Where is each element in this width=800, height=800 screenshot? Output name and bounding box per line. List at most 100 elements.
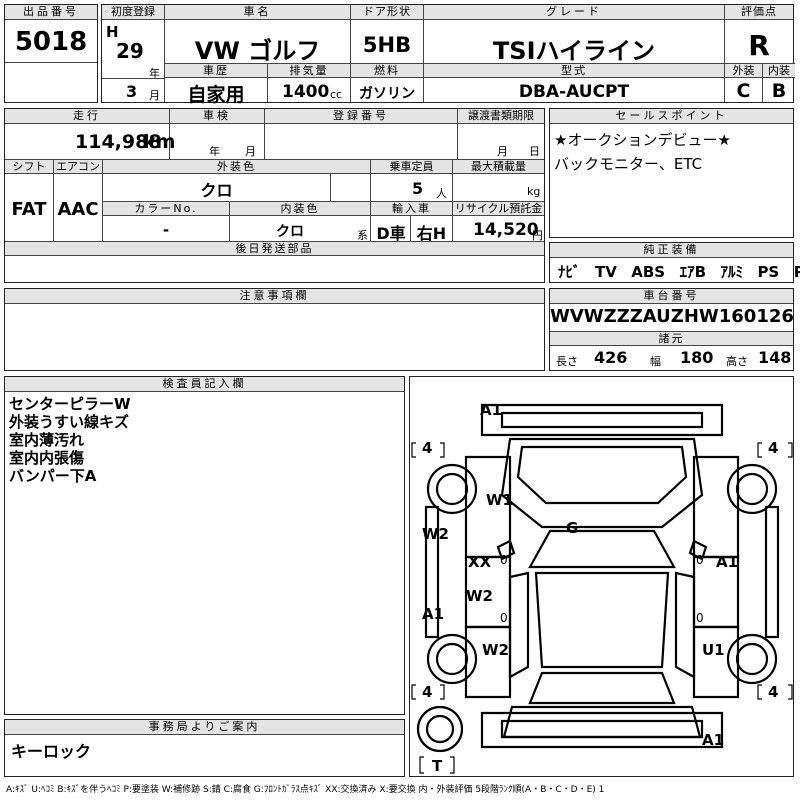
- equipment-item: ｱﾙﾐ: [720, 263, 743, 281]
- plate-label: 登録番号: [265, 109, 457, 124]
- lot-label: 出品番号: [5, 5, 97, 20]
- mark-rear-bumper: A1: [702, 731, 725, 749]
- seats-unit: 人: [436, 187, 447, 200]
- mark-pillar: 0: [500, 611, 508, 625]
- equipment-label: 純正装備: [550, 243, 793, 258]
- chassis-section: 車台番号 WVWZZZAUZHW160126 諸元 長さ 426 幅 180 高…: [549, 288, 794, 371]
- mileage: 114,988: [75, 131, 162, 153]
- mark-pillar: 0: [696, 553, 704, 567]
- equipment-item: ｴｱB: [679, 263, 707, 281]
- import-type: D車: [376, 224, 406, 243]
- month-unit: 月: [149, 89, 160, 102]
- door-label: ドア形状: [351, 5, 423, 20]
- vin: WVWZZZAUZHW160126: [550, 306, 794, 327]
- score-label: 評価点: [725, 5, 793, 20]
- notes-label: 注意事項欄: [5, 289, 544, 304]
- reg-month: 3: [126, 82, 138, 101]
- history: 自家用: [187, 84, 245, 106]
- mark-fender-left: W2: [422, 525, 449, 543]
- score: R: [748, 29, 770, 62]
- legend: A:ｷｽﾞ U:ﾍｺﾐ B:ｷｽﾞを伴うﾍｺﾐ P:要塗装 W:補修跡 S:錆 …: [6, 785, 605, 795]
- spec-label: 諸元: [550, 332, 793, 345]
- first-reg-label: 初度登録: [102, 5, 164, 20]
- spare-tire: T: [432, 757, 443, 775]
- int-color-unit: 系: [357, 229, 368, 242]
- displacement-label: 排気量: [268, 64, 350, 77]
- transfer-label: 譲渡書類期限: [458, 109, 544, 124]
- car-name-label: 車名: [165, 5, 350, 20]
- tire-front-right: 4: [768, 439, 779, 457]
- year-unit: 年: [149, 67, 160, 80]
- load-unit: kg: [527, 185, 541, 198]
- handle: 右H: [416, 224, 447, 243]
- era: H: [106, 23, 119, 41]
- length: 426: [594, 348, 628, 367]
- equipment-item: PW: [793, 263, 800, 281]
- vehicle-header-section: 初度登録 車名 ドア形状 グレード 評価点 H 29 年 VW ゴルフ 5HB …: [101, 4, 795, 106]
- selling-point-line: バックモニター、ETC: [554, 155, 703, 173]
- fuel-label: 燃料: [351, 64, 423, 77]
- office-label: 事務局よりご案内: [5, 720, 404, 735]
- inspector-line: バンパー下A: [9, 467, 97, 485]
- cc-unit: cc: [330, 88, 343, 101]
- inspector-line: 室内内張傷: [9, 449, 85, 467]
- inspector-label: 検査員記入欄: [5, 377, 404, 392]
- fuel: ガソリン: [359, 86, 415, 102]
- later-parts-label: 後日発送部品: [5, 242, 544, 255]
- office-text: キーロック: [11, 742, 92, 761]
- equipment-item: ABS: [631, 263, 666, 281]
- model: DBA-AUCPT: [518, 82, 630, 102]
- model-label: 型式: [424, 64, 724, 77]
- history-label: 車歴: [165, 64, 267, 77]
- mark-front-door-right: A1: [716, 553, 739, 571]
- color-label: 外装色: [103, 160, 370, 173]
- mark-front-bumper: A1: [480, 401, 503, 419]
- office-section: 事務局よりご案内 キーロック: [4, 719, 405, 777]
- ext-grade: C: [736, 80, 751, 102]
- mileage-unit: km: [143, 131, 176, 153]
- lot-section: 出品番号 5018: [4, 4, 98, 103]
- color-no: -: [162, 221, 170, 239]
- inspection-label: 車検: [170, 109, 264, 124]
- width-label: 幅: [650, 355, 661, 368]
- displacement: 1400: [282, 82, 330, 102]
- equipment-list: ﾅﾋﾞ TV ABS ｴｱB ｱﾙﾐ PS PW: [558, 261, 800, 282]
- tire-front-left: 4: [422, 439, 433, 457]
- seats-label: 乗車定員: [371, 160, 452, 173]
- mark-roof: G: [566, 519, 579, 537]
- equipment-item: PS: [757, 263, 780, 281]
- int-grade: B: [771, 80, 787, 102]
- inspection-year-unit: 年: [209, 145, 220, 158]
- int-color: クロ: [276, 224, 304, 240]
- tire-rear-left: 4: [422, 683, 433, 701]
- mark-rear-fender-left: A1: [422, 605, 445, 623]
- equipment-section: 純正装備 ﾅﾋﾞ TV ABS ｴｱB ｱﾙﾐ PS PW: [549, 242, 800, 283]
- width: 180: [680, 348, 714, 367]
- damage-diagram: 4 4 4 4 T A1 W1 W2 XX W2 A1 W2 G A1 U1 A…: [409, 376, 794, 777]
- int-label: 内装: [763, 64, 795, 77]
- car-name: VW ゴルフ: [194, 37, 321, 65]
- grade-label: グレード: [424, 5, 724, 20]
- selling-points-section: セールスポイント ★オークションデビュー★ バックモニター、ETC: [549, 108, 794, 238]
- selling-point-line: ★オークションデビュー★: [554, 131, 731, 149]
- shift-label: シフト: [5, 160, 53, 173]
- ext-label: 外装: [725, 64, 762, 77]
- mark-pillar: 0: [500, 553, 508, 567]
- ac: AAC: [57, 199, 99, 220]
- chassis-label: 車台番号: [550, 289, 793, 304]
- inspection-month-unit: 月: [245, 145, 256, 158]
- recycle-unit: 円: [532, 229, 543, 242]
- tire-rear-right: 4: [768, 683, 779, 701]
- lot-number: 5018: [14, 27, 88, 57]
- color-no-label: カラーNo.: [103, 202, 229, 215]
- mark-rear-door-left: W2: [466, 587, 493, 605]
- reg-year: 29: [116, 39, 144, 63]
- load-label: 最大積載量: [453, 160, 544, 173]
- length-label: 長さ: [556, 355, 578, 368]
- mark-front-door-left: XX: [468, 553, 492, 571]
- equipment-item: TV: [594, 263, 617, 281]
- height: 148: [758, 348, 792, 367]
- color: クロ: [200, 181, 233, 200]
- recycle: 14,520: [473, 220, 539, 240]
- notes-section: 注意事項欄: [4, 288, 545, 371]
